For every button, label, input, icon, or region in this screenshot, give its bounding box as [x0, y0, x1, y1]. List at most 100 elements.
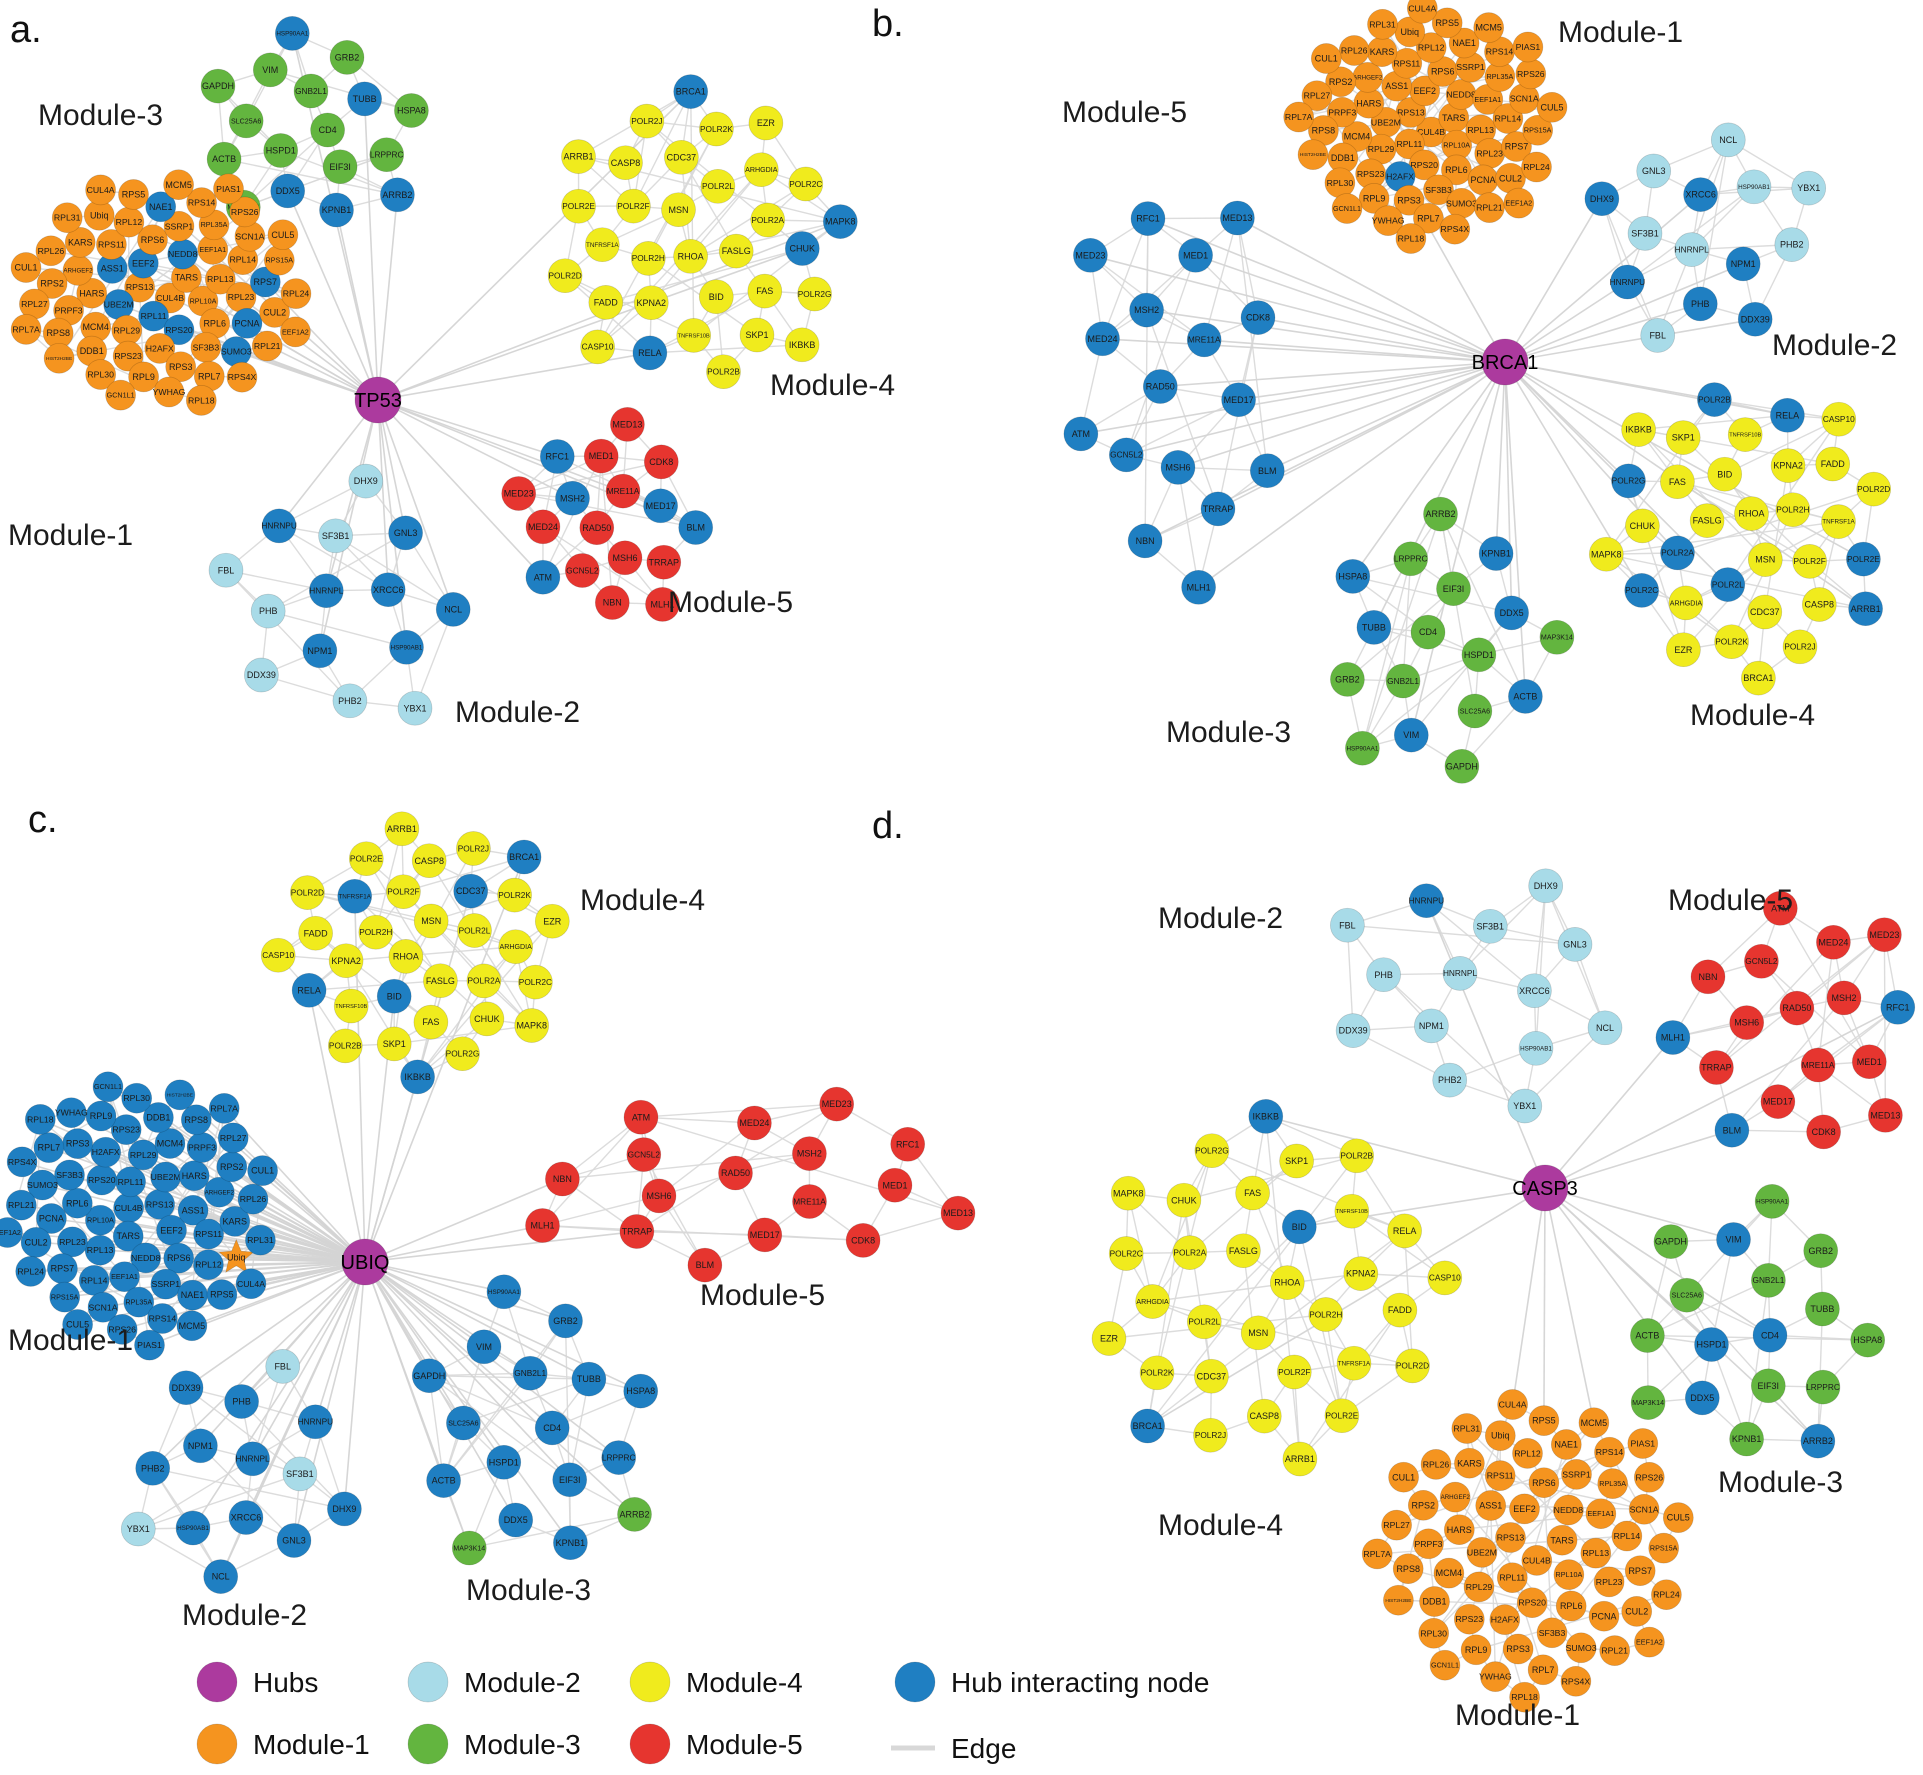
gene-node — [1139, 1355, 1175, 1391]
gene-node — [118, 179, 149, 210]
gene-node — [1392, 1553, 1424, 1585]
gene-node — [797, 276, 832, 312]
gene-node — [121, 1082, 153, 1114]
gene-node — [1587, 1010, 1623, 1046]
gene-node — [43, 342, 75, 374]
gene-node — [466, 1329, 502, 1365]
gene-node — [36, 1203, 67, 1234]
gene-node — [1588, 536, 1624, 572]
gene-node — [525, 559, 561, 595]
gene-node — [332, 683, 368, 719]
gene-node — [1220, 200, 1255, 236]
gene-node — [1610, 264, 1645, 300]
module-label-b: Module-4 — [1690, 699, 1815, 732]
gene-node — [1135, 1284, 1170, 1319]
module-label-b: Module-1 — [1558, 16, 1683, 49]
gene-node — [400, 1059, 435, 1095]
gene-node — [1235, 1175, 1270, 1211]
gene-node — [1326, 96, 1358, 128]
legend-label: Edge — [951, 1733, 1016, 1764]
gene-node — [413, 1004, 449, 1040]
gene-node — [1439, 1481, 1471, 1513]
gene-node — [547, 258, 583, 294]
gene-node — [737, 1105, 772, 1141]
gene-node — [200, 68, 236, 104]
gene-node — [1446, 187, 1477, 219]
gene-node — [1539, 619, 1575, 655]
gene-node — [1727, 417, 1763, 452]
gene-node — [1660, 464, 1695, 500]
gene-node — [322, 149, 358, 185]
gene-node — [1560, 1665, 1592, 1697]
gene-node — [1142, 369, 1178, 404]
hub-label: UBIQ — [341, 1252, 390, 1274]
gene-node — [208, 1093, 240, 1124]
gene-node — [1648, 1532, 1680, 1564]
gene-node — [619, 1214, 655, 1249]
gene-node — [137, 224, 168, 256]
gene-node — [534, 903, 570, 939]
gene-node — [1395, 1348, 1430, 1384]
gene-node — [584, 227, 620, 263]
gene-node — [244, 657, 279, 693]
gene-node — [486, 1274, 522, 1310]
gene-node — [1381, 1509, 1412, 1541]
gene-node — [1186, 322, 1222, 358]
gene-node — [610, 407, 645, 442]
gene-node — [1497, 1389, 1528, 1420]
gene-node — [388, 515, 423, 551]
gene-node — [1851, 1044, 1887, 1080]
gene-node — [534, 1410, 570, 1446]
gene-node — [748, 105, 784, 141]
hub-node-BRCA1 — [1481, 338, 1529, 386]
gene-node — [90, 1136, 122, 1168]
gene-node — [1597, 1468, 1629, 1499]
hub-label: CASP3 — [1512, 1178, 1578, 1200]
gene-node — [605, 473, 641, 509]
gene-node — [1850, 1322, 1886, 1358]
gene-node — [877, 1167, 913, 1203]
gene-node — [298, 915, 333, 951]
gene-node — [641, 1178, 677, 1214]
gene-node — [1689, 503, 1725, 538]
gene-node — [518, 964, 553, 1000]
gene-node — [84, 1234, 116, 1266]
gene-node — [219, 1206, 251, 1237]
gene-node — [1741, 660, 1776, 696]
gene-node — [1330, 907, 1365, 943]
gene-node — [413, 903, 449, 939]
gene-node — [698, 279, 734, 315]
gene-node — [193, 1249, 224, 1281]
gene-node — [1454, 1447, 1485, 1479]
gene-node — [1752, 1317, 1788, 1353]
hub-node-TP53 — [354, 376, 402, 424]
gene-node — [1393, 717, 1429, 753]
gene-node — [1630, 1385, 1666, 1420]
gene-node — [571, 1361, 607, 1397]
gene-node — [750, 202, 786, 238]
gene-node — [1484, 1420, 1516, 1451]
gene-node — [165, 351, 197, 383]
gene-node — [1484, 1460, 1516, 1491]
gene-node — [608, 145, 643, 181]
gene-node — [147, 1303, 178, 1334]
gene-node — [1178, 237, 1213, 273]
gene-node — [1710, 122, 1746, 158]
gene-node — [1282, 1441, 1318, 1477]
gene-node — [1382, 1292, 1418, 1328]
gene-node — [1665, 420, 1701, 455]
gene-node — [144, 333, 176, 364]
gene-node — [1457, 693, 1493, 729]
gene-node — [1625, 508, 1660, 544]
gene-node — [1502, 1633, 1534, 1665]
module-label-c: Module-3 — [466, 1574, 591, 1607]
module-label-b: Module-3 — [1166, 716, 1291, 749]
gene-node — [1466, 1537, 1498, 1568]
gene-node — [1352, 62, 1384, 93]
gene-node — [282, 1456, 318, 1492]
gene-node — [588, 285, 624, 320]
gene-node — [664, 139, 699, 175]
gene-node — [85, 1204, 116, 1236]
gene-node — [1091, 1321, 1127, 1356]
gene-node — [163, 314, 195, 346]
